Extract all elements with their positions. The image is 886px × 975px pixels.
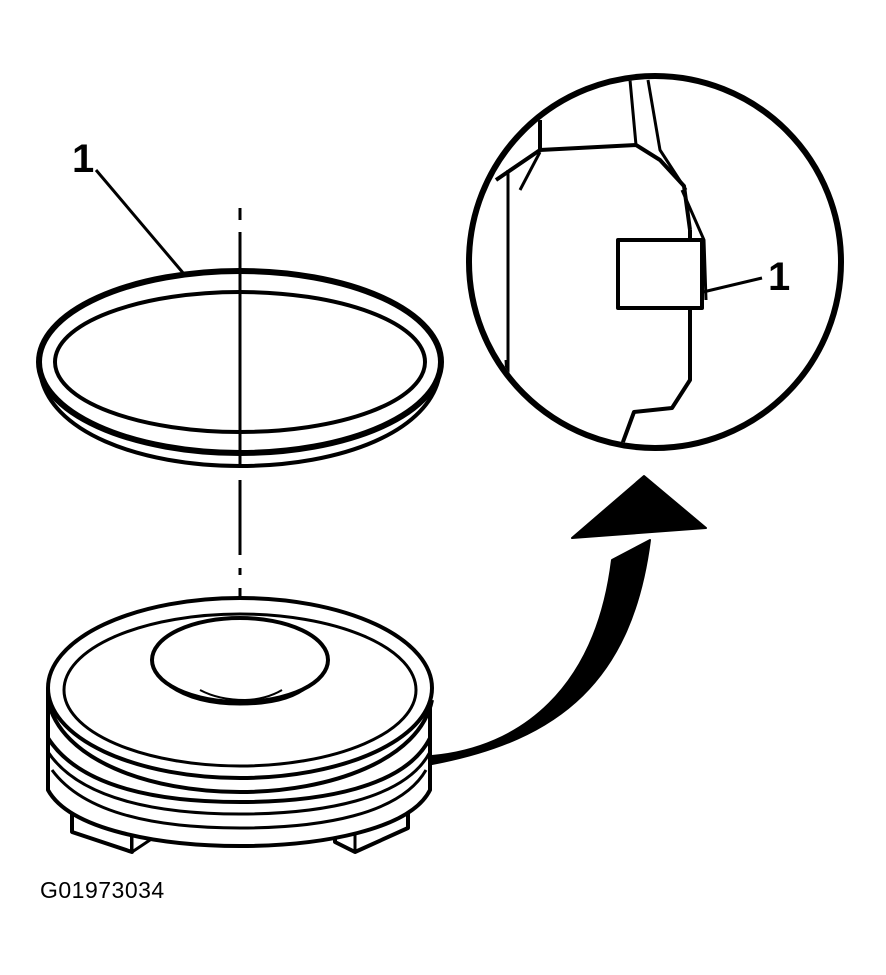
detail-magnifier: 1: [466, 73, 844, 451]
detail-callout-number: 1: [768, 255, 790, 299]
detail-arrow: [431, 475, 707, 765]
ring-callout-number: 1: [72, 137, 94, 181]
piston: [46, 596, 434, 854]
figure-id-label: G01973034: [40, 877, 165, 903]
ring-callout: 1: [72, 137, 186, 275]
